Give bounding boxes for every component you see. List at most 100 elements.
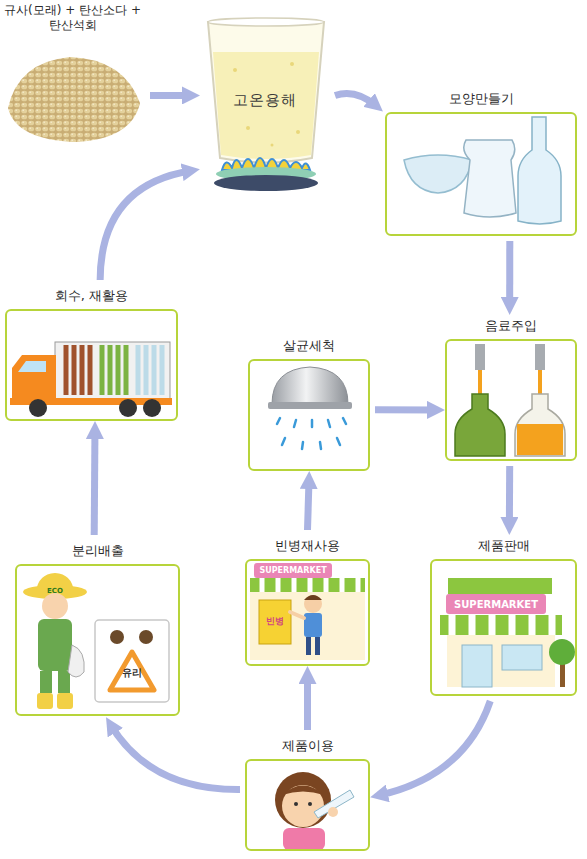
burner [214, 158, 318, 191]
pitcher [464, 140, 516, 217]
store-sign [446, 594, 546, 614]
glassware [404, 117, 561, 224]
step-title: 모양만들기 [375, 88, 587, 110]
bubble [296, 130, 300, 134]
wheel [143, 399, 161, 417]
bin-hole [110, 630, 124, 644]
step-title: 살균세척 [238, 335, 380, 357]
step-text: 고온용해 [200, 91, 330, 110]
material-node: 규사(모래) + 탄산소다 + 탄산석회 [0, 3, 145, 143]
wash-dome [272, 367, 348, 404]
boot [57, 693, 73, 709]
flow-arrow [304, 675, 311, 730]
kid-arm [290, 612, 304, 618]
box-frame [245, 559, 370, 666]
awning [250, 578, 365, 592]
wheel [29, 399, 47, 417]
drop [328, 420, 330, 427]
flow-arrow [335, 94, 376, 106]
green-bottle [455, 394, 505, 456]
kid-hair [304, 595, 322, 600]
sand-grains [8, 57, 140, 142]
drop [311, 420, 314, 427]
hair [275, 772, 331, 828]
flow-arrow [506, 241, 513, 306]
step-title: 제품이용 [235, 735, 380, 757]
picture-label: ECO [38, 586, 72, 596]
box-frame [245, 759, 370, 851]
drop [320, 442, 321, 449]
flow-arrow [111, 725, 240, 790]
reuse-store [250, 563, 365, 660]
picture-label: SUPERMARKET [254, 565, 332, 576]
flow-arrow [91, 430, 99, 535]
step-title: 분리배출 [5, 540, 190, 562]
truck-window [18, 361, 46, 372]
kid-leg [306, 637, 311, 655]
sand-pile [8, 57, 140, 142]
face [282, 785, 324, 827]
beaker [208, 18, 324, 163]
water-drops [277, 418, 346, 449]
drop [282, 438, 285, 445]
tree-crown [549, 639, 575, 665]
picture-label: SUPERMARKET [446, 598, 546, 611]
drop [337, 438, 340, 445]
step-title: 빈병재사용 [235, 535, 380, 557]
bag [68, 645, 84, 677]
kid-leg [315, 637, 320, 655]
store-wall [447, 635, 555, 687]
burner-base [214, 175, 318, 191]
eye [308, 802, 312, 806]
picture-label: 빈병 [259, 615, 291, 627]
awning-stripes [262, 578, 358, 592]
process-box: 빈병재사용 [245, 535, 370, 666]
box-frame [5, 309, 178, 421]
process-box: 음료주입 [445, 315, 577, 461]
bubble [233, 68, 237, 72]
box-frame [430, 559, 577, 696]
wash-rim [268, 402, 352, 409]
kid-shirt [304, 613, 322, 637]
process-box: 모양만들기 [385, 88, 577, 236]
filling-machine [455, 344, 565, 456]
recycler [23, 573, 169, 709]
bubble [246, 126, 250, 130]
store-door [462, 645, 492, 687]
clear-bottles [138, 345, 162, 395]
store-window [502, 645, 542, 670]
overalls [38, 619, 72, 671]
recycle-symbol [110, 652, 154, 690]
drop [343, 418, 346, 424]
nozzle [535, 344, 545, 370]
box-frame [248, 359, 370, 471]
awning [440, 615, 562, 635]
step-title: 음료주입 [435, 315, 587, 337]
nozzle [475, 344, 485, 370]
step-title: 규사(모래) + 탄산소다 + 탄산석회 [0, 3, 145, 33]
box-frame [445, 339, 577, 461]
truck [10, 342, 172, 417]
truck-bed [55, 342, 170, 400]
picture-label: 유리 [116, 666, 148, 679]
hand [328, 807, 338, 817]
bubble [271, 144, 274, 147]
box-frame [385, 112, 577, 236]
brown-bottles [66, 345, 90, 395]
process-box: 분리배출 [15, 540, 180, 716]
green-bottles [102, 345, 126, 395]
process-box: 제품이용 [245, 735, 370, 851]
bin-panel [95, 620, 169, 702]
supermarket [440, 578, 575, 687]
boot [37, 693, 53, 709]
shirt [283, 828, 325, 850]
fringe [282, 786, 324, 796]
clear-bottle [515, 394, 565, 456]
leg [58, 671, 70, 693]
process-box: 제품판매 [430, 535, 577, 696]
process-box: 회수, 재활용 [5, 285, 178, 421]
roof [448, 578, 552, 594]
flow-arrow [100, 171, 191, 280]
